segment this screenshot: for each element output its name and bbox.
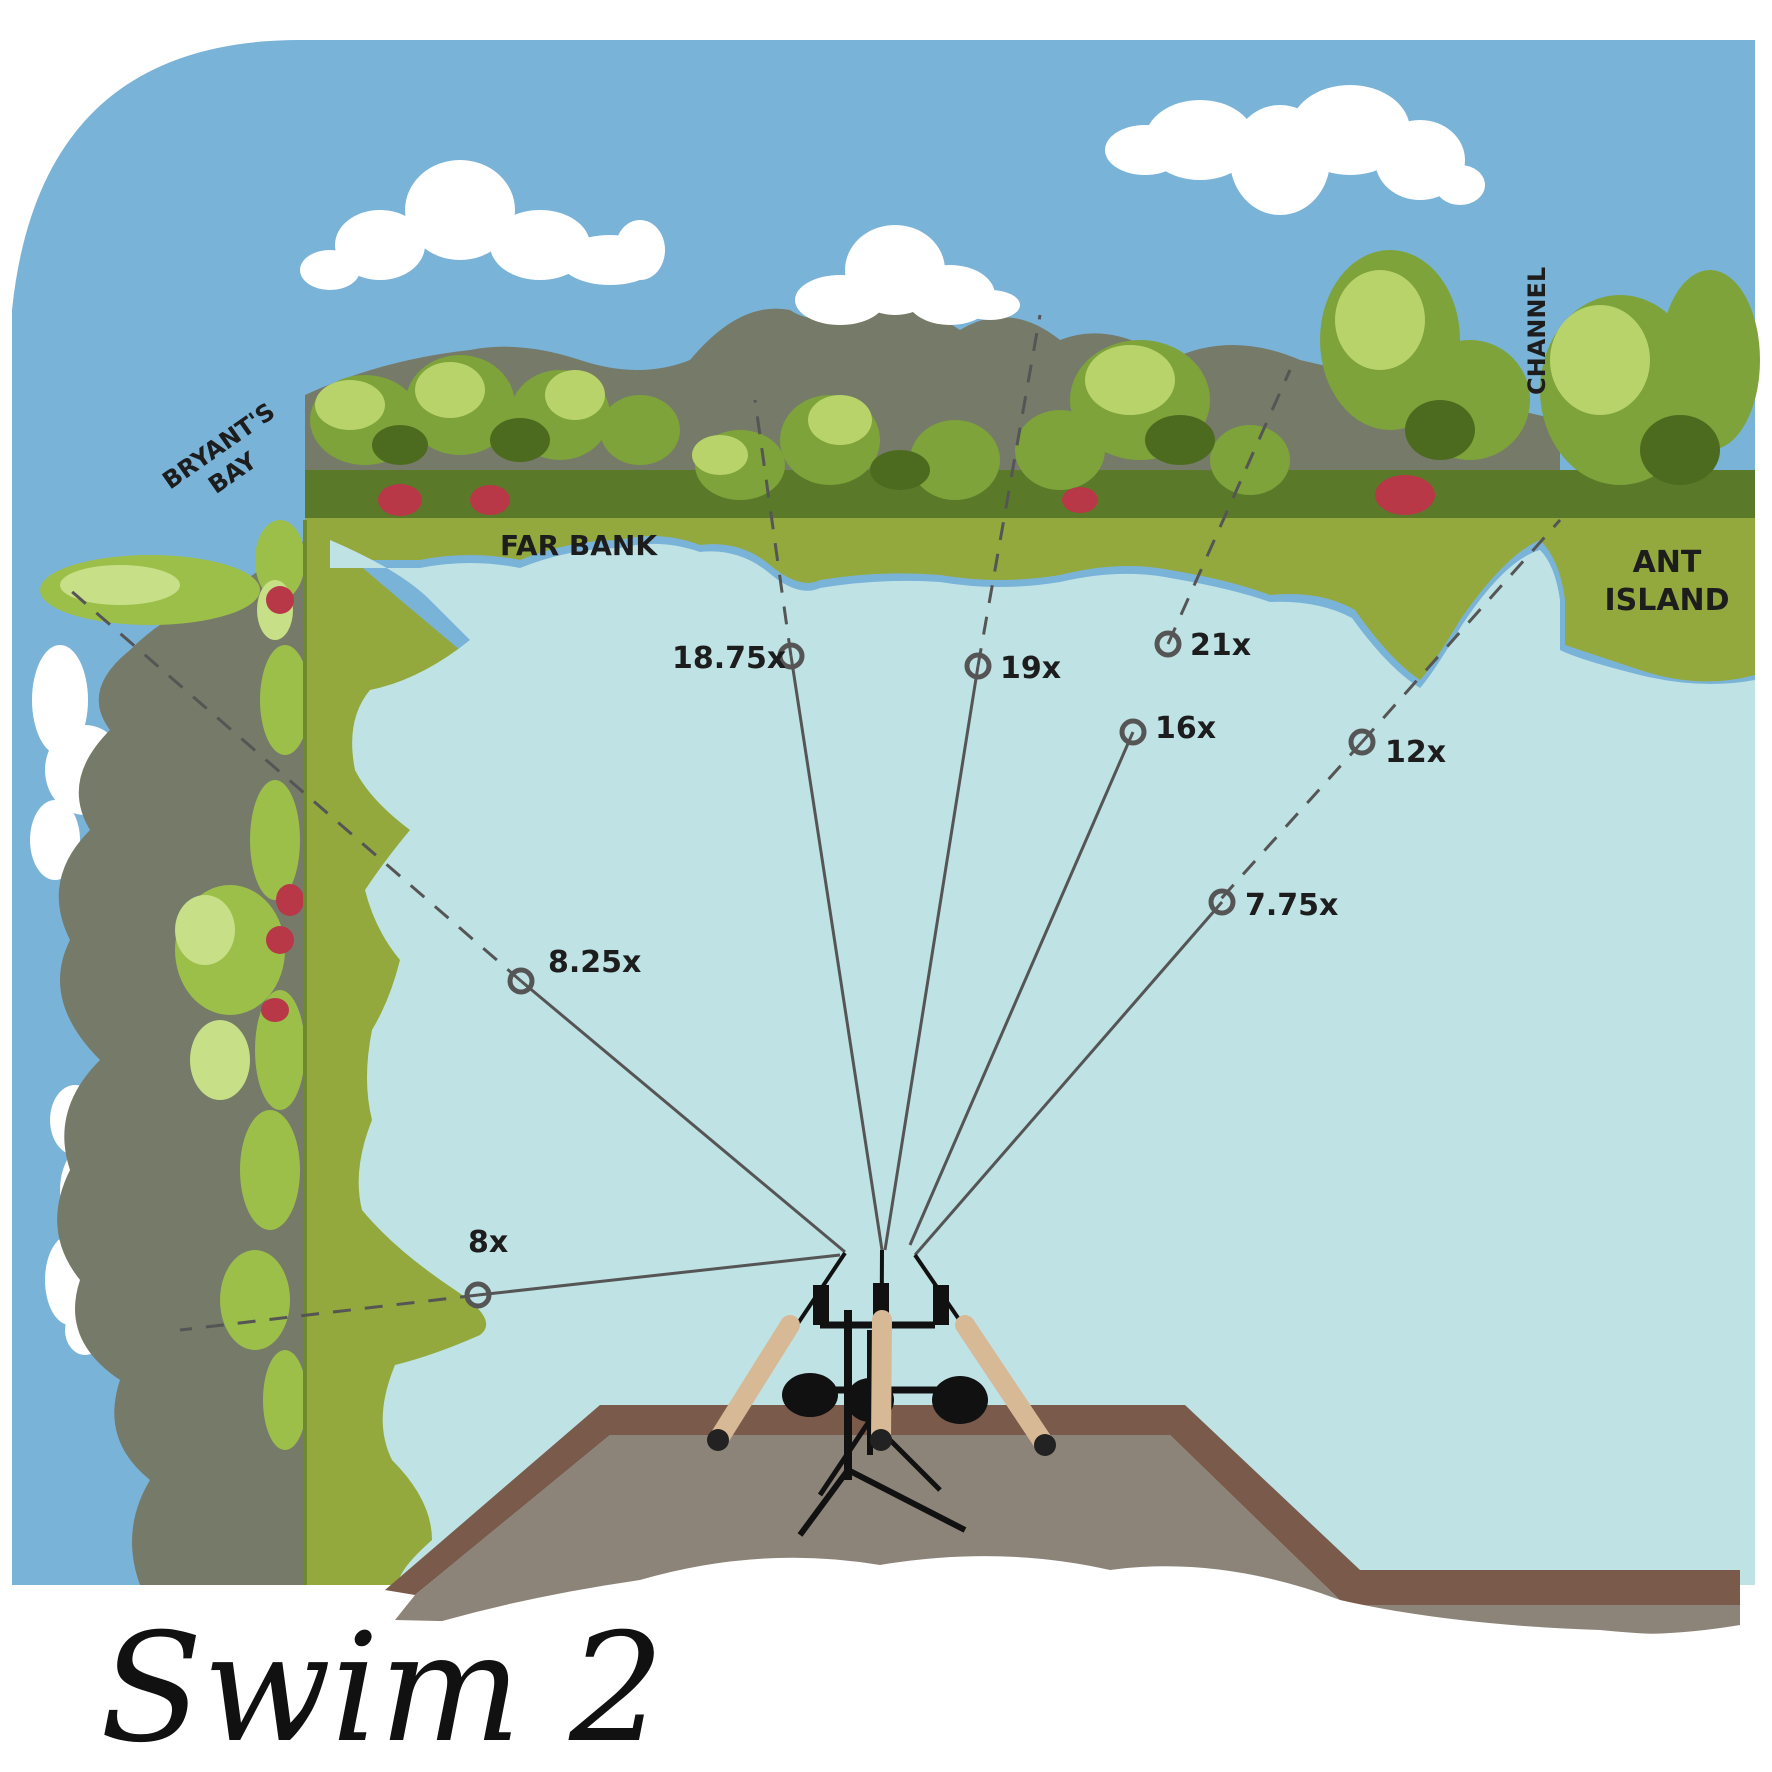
rod-pod (782, 1283, 988, 1537)
marker-reference-lines (69, 314, 1562, 1332)
spot-marker-8: 8x (464, 1225, 508, 1309)
far-bank-trees (305, 250, 1760, 525)
spot-label: 8x (468, 1225, 508, 1260)
svg-text:ANT: ANT (1633, 545, 1702, 580)
spot-label: 21x (1190, 628, 1251, 663)
platform-shadow (0, 1556, 1755, 1772)
swim-platform-edge (385, 1405, 1740, 1605)
fishing-rod (913, 1253, 1056, 1456)
ant-island-label: ANT ISLAND (1604, 545, 1729, 618)
left-bank (305, 518, 496, 1585)
fishing-rod (870, 1249, 892, 1451)
spot-marker-16: 16x (1119, 711, 1216, 746)
spot-marker-7-75: 7.75x (1208, 888, 1338, 923)
far-bank-label: FAR BANK (500, 529, 658, 562)
spot-label: 16x (1155, 711, 1216, 746)
spot-label: 7.75x (1245, 888, 1338, 923)
spot-label: 8.25x (548, 945, 641, 980)
spot-label: 12x (1385, 735, 1446, 770)
spot-marker-12: 12x (1348, 728, 1446, 770)
cloud (300, 160, 665, 290)
rod-lines (477, 655, 1224, 1297)
left-bank-trees (40, 520, 310, 1450)
spot-marker-19: 19x (964, 651, 1061, 686)
spot-label: 19x (1000, 651, 1061, 686)
spot-marker-8-25: 8.25x (507, 945, 641, 995)
spot-marker-21: 21x (1154, 628, 1251, 663)
svg-text:ISLAND: ISLAND (1604, 583, 1729, 618)
water (330, 540, 1755, 1585)
spot-marker-18-75: 18.75x (672, 641, 805, 676)
cloud (795, 225, 1020, 325)
spot-label: 18.75x (672, 641, 786, 676)
far-bank (305, 518, 1755, 682)
cloud (1105, 85, 1485, 215)
page-title: Swim 2 (100, 1602, 664, 1772)
channel-label: CHANNEL (1523, 267, 1551, 395)
fishing-rod (707, 1251, 847, 1451)
